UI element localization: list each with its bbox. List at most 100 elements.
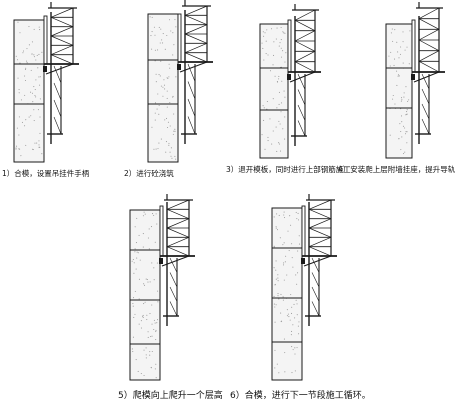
truss-diagonal [308,246,332,257]
platform-strut [413,71,440,83]
wall-anchor [177,64,181,70]
truss-diagonal [166,209,190,219]
scaffold-brace [421,73,430,90]
concrete-wall [129,209,161,381]
wall-anchor [287,74,291,80]
wall-anchor [301,258,305,264]
wall-anchor [159,258,163,264]
step-1-panel [13,2,79,163]
scaffold-brace [53,116,62,135]
scaffold-brace [169,301,178,317]
concrete-texture [261,26,287,153]
platform-strut [45,63,74,75]
truss-diagonal [50,45,74,55]
scaffold-brace [297,73,306,90]
concrete-texture [388,28,411,155]
step-3-caption: 3）退开模板，同时进行上部钢筋施工 [226,165,351,174]
scaffold-brace [187,98,196,117]
scaffold-brace [53,99,62,118]
truss-diagonal [294,30,316,42]
truss-diagonal [50,26,74,37]
concrete-wall [271,207,303,381]
truss-diagonal [166,237,190,247]
truss-diagonal [184,52,208,63]
truss-diagonal [294,61,316,73]
truss-diagonal [418,18,440,30]
scaffold-brace [311,272,320,288]
truss-diagonal [308,237,332,247]
concrete-texture [273,211,301,374]
step-1-caption: 1）合模，设置吊挂件手柄 [2,169,90,178]
step-2-caption: 2）进行砼浇筑 [124,169,174,178]
wall-anchor [43,66,47,72]
concrete-wall [259,23,289,159]
truss-diagonal [294,40,316,52]
truss-diagonal [184,5,208,16]
truss-diagonal [184,33,208,44]
truss-diagonal [166,199,190,210]
scaffold-brace [187,63,196,82]
scaffold-brace [187,116,196,135]
truss-diagonal [418,61,440,73]
step-6-panel [271,194,337,381]
truss-diagonal [308,227,332,238]
scaffold-brace [53,65,62,84]
wall-anchor [411,74,415,80]
truss-diagonal [418,7,440,19]
truss-diagonal [166,227,190,238]
scaffold-brace [297,120,306,137]
scaffold-brace [53,82,62,101]
concrete-texture [149,16,177,160]
formwork-panel [411,19,416,73]
scaffold-brace [169,272,178,288]
truss-diagonal [418,39,440,51]
scaffold-brace [421,118,430,135]
platform-strut [161,255,190,267]
step-2-panel [147,0,213,163]
truss-diagonal [308,199,332,210]
scaffold-brace [169,257,178,273]
truss-diagonal [50,35,74,46]
platform-strut [303,255,332,267]
truss-diagonal [418,50,440,62]
concrete-wall [13,19,45,163]
scaffold-brace [421,88,430,105]
concrete-texture [131,211,159,379]
formwork-panel [43,15,48,65]
formwork-panel [287,19,292,73]
scaffold-brace [297,104,306,121]
formwork-panel [301,205,306,257]
truss-diagonal [166,246,190,257]
formwork-panel [177,13,182,63]
truss-diagonal [50,17,74,27]
scaffold-brace [169,286,178,302]
concrete-texture [15,21,43,157]
truss-diagonal [294,51,316,62]
truss-diagonal [418,29,440,41]
concrete-wall [385,23,413,159]
truss-diagonal [294,9,316,21]
truss-diagonal [294,20,316,31]
step-5-caption: 5）爬模向上爬升一个层高 [118,391,223,401]
step-6-caption: 6）合模，进行下一节段施工循环。 [230,391,371,401]
truss-diagonal [184,24,208,35]
platform-strut [179,61,208,73]
scaffold-brace [311,257,320,273]
truss-diagonal [50,7,74,18]
scaffold-brace [311,301,320,317]
truss-diagonal [50,54,74,65]
formwork-panel [159,205,164,257]
truss-diagonal [184,15,208,25]
truss-diagonal [308,218,332,229]
scaffold-brace [311,286,320,302]
truss-diagonal [184,43,208,53]
step-5-panel [129,194,195,381]
scaffold-brace [187,81,196,100]
concrete-wall [147,13,179,163]
step-3-panel [259,4,321,159]
step-4-panel [385,2,445,159]
step-4-caption: 4）安装爬上层附墙挂座，提升导轨 [338,165,456,174]
truss-diagonal [166,218,190,229]
platform-strut [289,71,316,83]
